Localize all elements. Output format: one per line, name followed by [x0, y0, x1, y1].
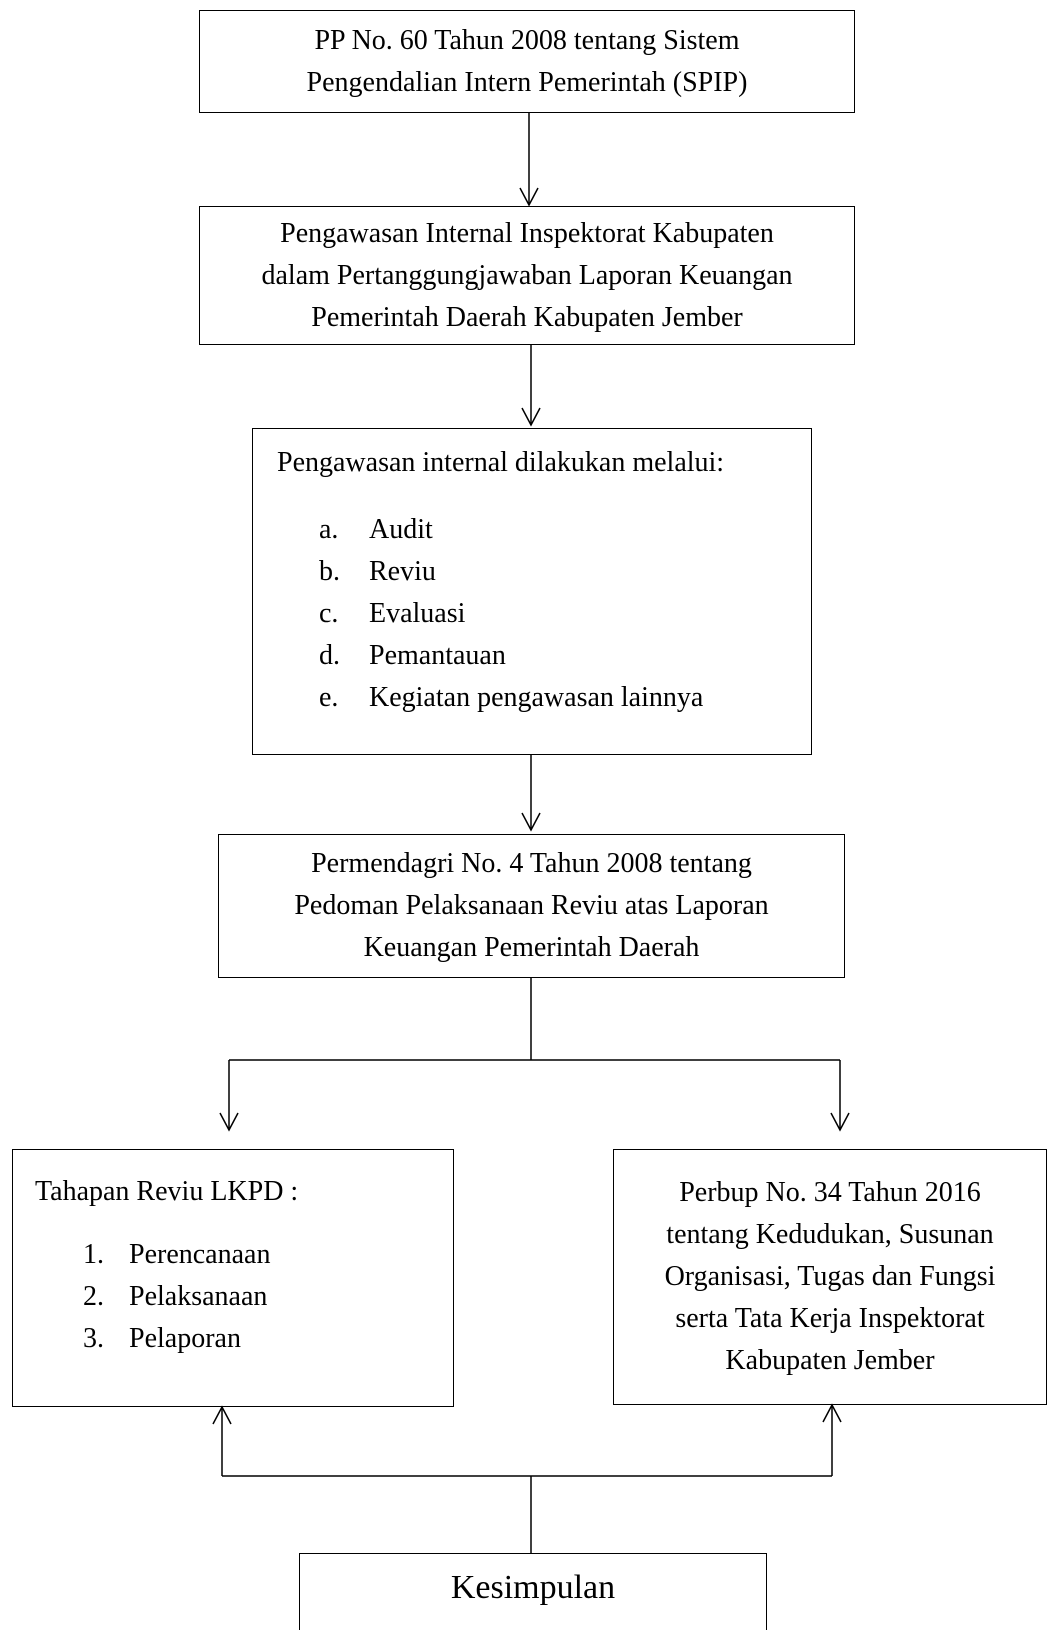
arrowhead-up-to-perbup: [822, 1403, 842, 1423]
spip-line-2: Pengendalian Intern Pemerintah (SPIP): [306, 66, 748, 98]
permendagri-line-2: Pedoman Pelaksanaan Reviu atas Laporan: [294, 890, 769, 921]
arrowhead-to-perbup: [830, 1112, 850, 1132]
arrowhead-spip-to-pengawasan: [519, 187, 539, 207]
list-item: a. Audit: [319, 509, 703, 551]
list-text: Evaluasi: [369, 598, 466, 629]
list-item: c. Evaluasi: [319, 593, 703, 635]
pengawasan-line-1: Pengawasan Internal Inspektorat Kabupate…: [280, 217, 774, 249]
melalui-heading: Pengawasan internal dilakukan melalui:: [277, 447, 725, 478]
kesimpulan-label: Kesimpulan: [450, 1568, 616, 1606]
list-item: 2. Pelaksanaan: [83, 1276, 270, 1318]
list-text: Pelaksanaan: [129, 1281, 268, 1312]
spip-box: PP No. 60 Tahun 2008 tentang Sistem Peng…: [199, 10, 855, 113]
arrowhead-melalui-to-permendagri: [521, 812, 541, 832]
arrowhead-to-tahapan: [219, 1112, 239, 1132]
list-item: b. Reviu: [319, 551, 703, 593]
kesimpulan-box: Kesimpulan: [299, 1553, 767, 1630]
list-marker: a.: [319, 514, 339, 545]
pengawasan-box: Pengawasan Internal Inspektorat Kabupate…: [199, 206, 855, 345]
perbup-line-2: tentang Kedudukan, Susunan: [666, 1219, 994, 1250]
list-text: Pelaporan: [129, 1323, 241, 1354]
melalui-box: Pengawasan internal dilakukan melalui: a…: [252, 428, 812, 755]
list-marker: d.: [319, 640, 340, 671]
perbup-line-4: serta Tata Kerja Inspektorat: [675, 1303, 985, 1334]
list-marker: 3.: [83, 1323, 104, 1354]
list-marker: 1.: [83, 1239, 104, 1270]
arrowhead-pengawasan-to-melalui: [521, 407, 541, 427]
list-item: e. Kegiatan pengawasan lainnya: [319, 677, 703, 719]
list-item: 3. Pelaporan: [83, 1318, 270, 1360]
list-marker: 2.: [83, 1281, 104, 1312]
pengawasan-line-3: Pemerintah Daerah Kabupaten Jember: [311, 301, 743, 333]
list-marker: e.: [319, 682, 339, 713]
permendagri-box: Permendagri No. 4 Tahun 2008 tentang Ped…: [218, 834, 845, 978]
spip-line-1: PP No. 60 Tahun 2008 tentang Sistem: [314, 24, 740, 56]
perbup-line-5: Kabupaten Jember: [725, 1345, 935, 1376]
list-item: 1. Perencanaan: [83, 1234, 270, 1276]
permendagri-line-3: Keuangan Pemerintah Daerah: [363, 932, 700, 963]
perbup-line-3: Organisasi, Tugas dan Fungsi: [664, 1261, 996, 1292]
perbup-line-1: Perbup No. 34 Tahun 2016: [679, 1177, 981, 1208]
list-text: Kegiatan pengawasan lainnya: [369, 682, 704, 713]
tahapan-list: 1. Perencanaan 2. Pelaksanaan 3. Pelapor…: [83, 1234, 270, 1360]
list-text: Pemantauan: [369, 640, 506, 671]
tahapan-box: Tahapan Reviu LKPD : 1. Perencanaan 2. P…: [12, 1149, 454, 1407]
list-text: Perencanaan: [129, 1239, 271, 1270]
list-marker: b.: [319, 556, 340, 587]
tahapan-heading: Tahapan Reviu LKPD :: [35, 1176, 299, 1207]
melalui-list: a. Audit b. Reviu c. Evaluasi d. Pemanta…: [319, 509, 703, 719]
permendagri-line-1: Permendagri No. 4 Tahun 2008 tentang: [311, 848, 752, 879]
perbup-box: Perbup No. 34 Tahun 2016 tentang Keduduk…: [613, 1149, 1047, 1405]
list-marker: c.: [319, 598, 339, 629]
list-item: d. Pemantauan: [319, 635, 703, 677]
arrowhead-up-to-tahapan: [212, 1405, 232, 1425]
pengawasan-line-2: dalam Pertanggungjawaban Laporan Keuanga…: [261, 259, 793, 291]
list-text: Audit: [369, 514, 433, 545]
list-text: Reviu: [369, 556, 436, 587]
